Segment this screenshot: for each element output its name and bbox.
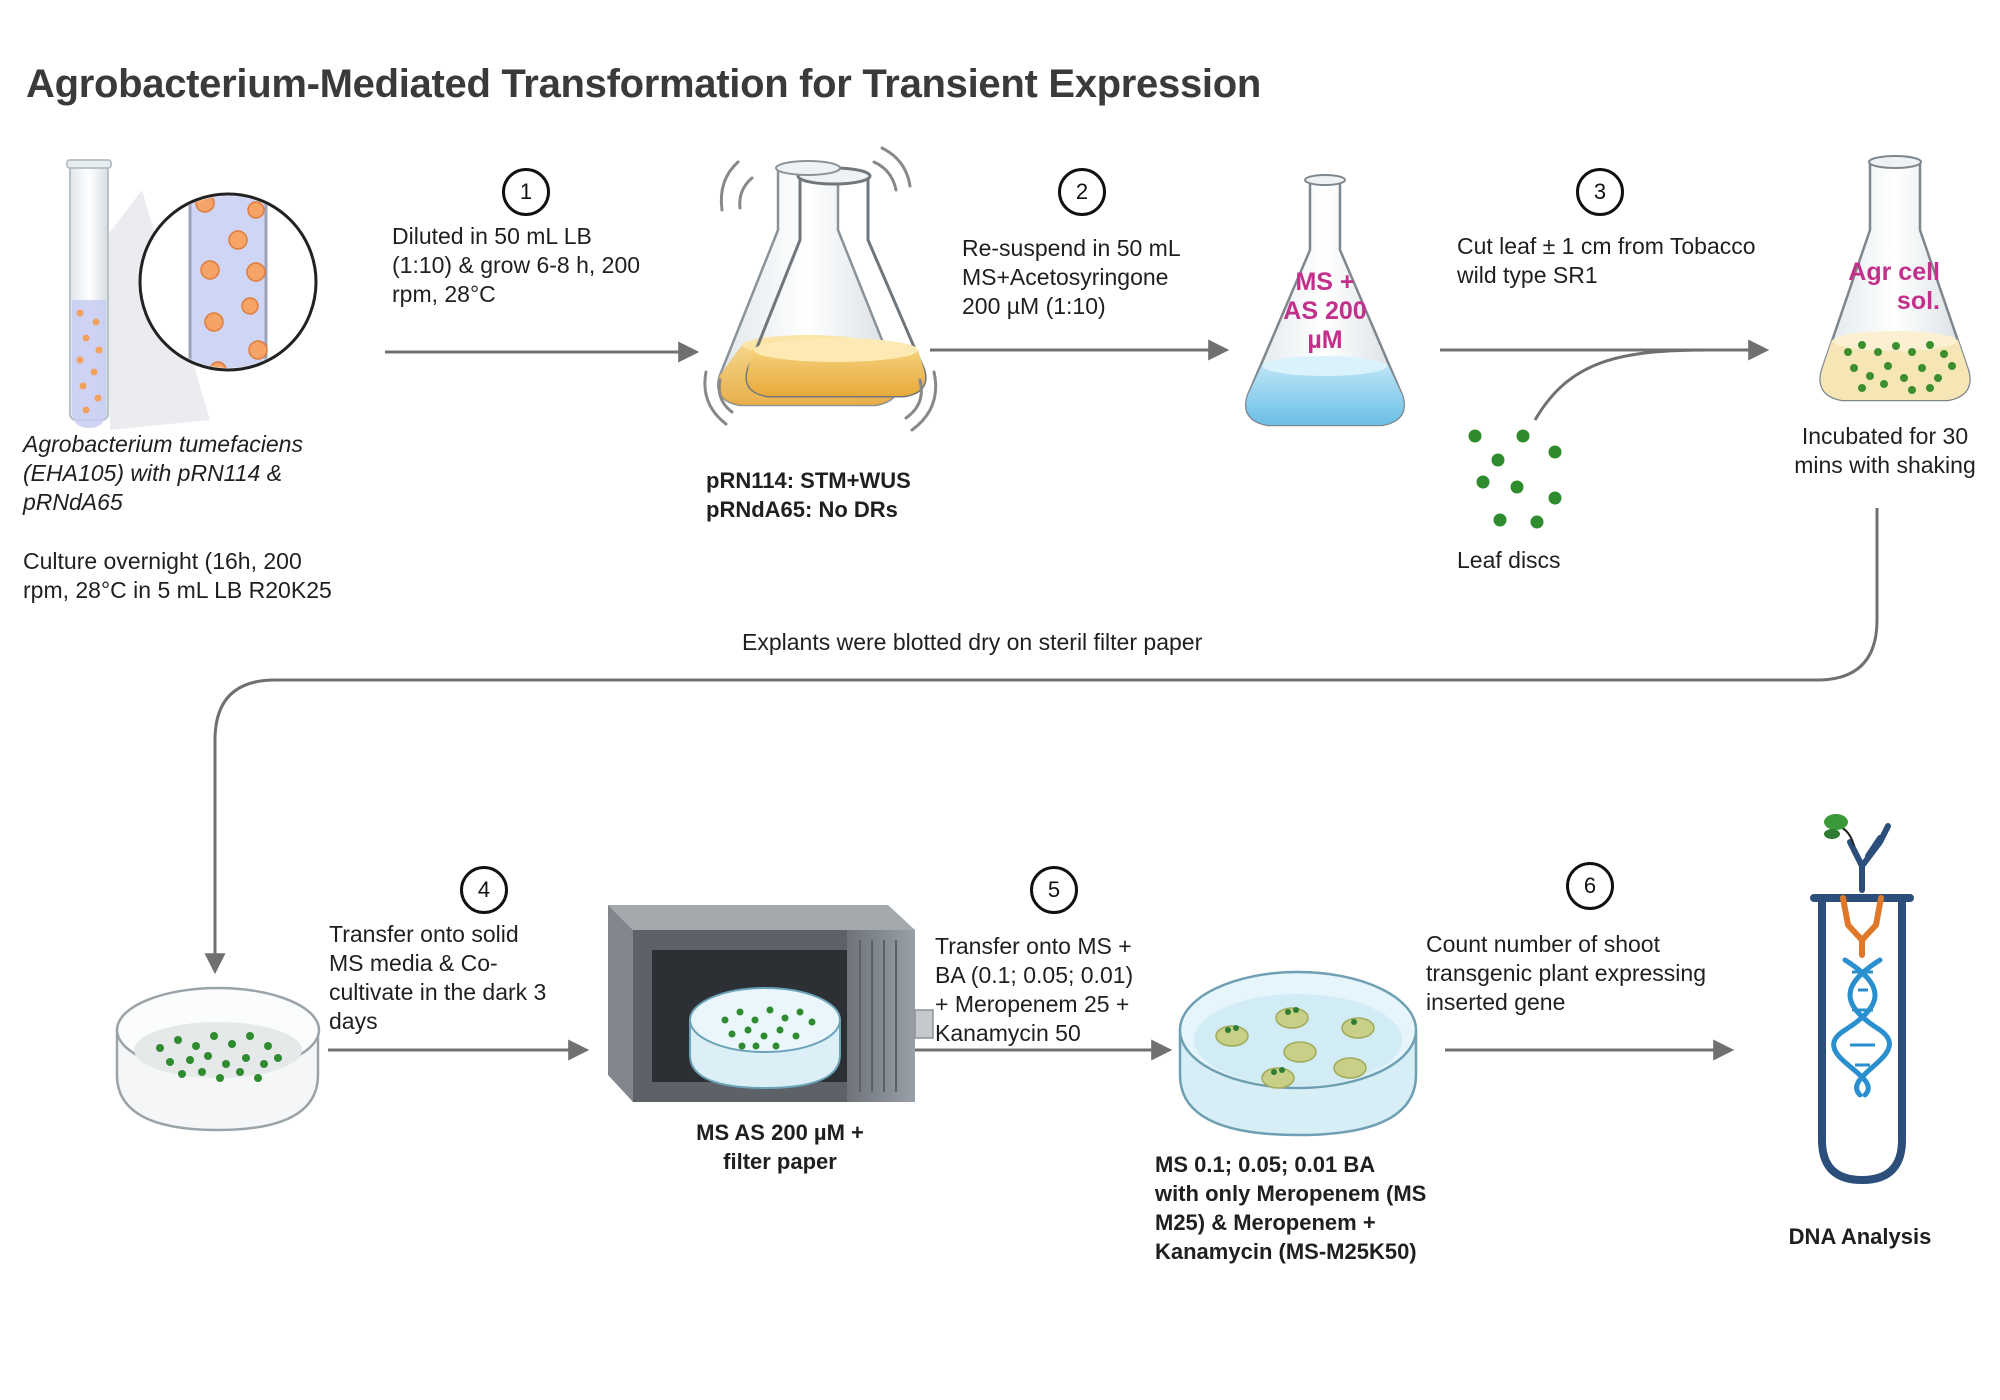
- dna-tube-icon: [1810, 814, 1914, 1184]
- agr-flask-icon: [1819, 155, 1971, 402]
- arrow-return-loop: [204, 508, 1879, 975]
- incubation-label: Incubated for 30 mins with shaking: [1794, 423, 1976, 478]
- plasmid-constructs-label: pRN114: STM+WUS pRNdA65: No DRs: [706, 468, 911, 522]
- step-5-badge: 5: [1030, 866, 1078, 914]
- step-4-text: Transfer onto solid MS media & Co- culti…: [329, 921, 547, 1034]
- ms-as-flask-label: MS + AS 200 µM: [1283, 268, 1367, 354]
- incubator-icon: [608, 905, 934, 1102]
- flow-arrows: [204, 339, 1879, 1061]
- blotting-note: Explants were blotted dry on steril filt…: [742, 629, 1203, 655]
- leaf-disc-icon: [1468, 429, 1562, 529]
- leaf-discs-label: Leaf discs: [1457, 547, 1561, 573]
- magnifier-inset-icon: [138, 192, 318, 372]
- incubator-media-label: MS AS 200 µM + filter paper: [696, 1120, 864, 1174]
- step-6-text: Count number of shoot transgenic plant e…: [1426, 931, 1706, 1015]
- agr-cell-sol-label: Agr cell sol.: [1848, 258, 1940, 315]
- dna-analysis-label: DNA Analysis: [1788, 1224, 1932, 1249]
- step-5-text: Transfer onto MS + BA (0.1; 0.05; 0.01) …: [935, 933, 1134, 1046]
- arrow-leaf-discs-join: [1533, 348, 1711, 421]
- page-title: Agrobacterium-Mediated Transformation fo…: [26, 62, 1261, 106]
- agrobacterium-strain-label: Agrobacterium tumefaciens (EHA105) with …: [23, 431, 303, 515]
- step-2-text: Re-suspend in 50 mL MS+Acetosyringone 20…: [962, 235, 1181, 319]
- petri-dish-icon: [115, 986, 321, 1132]
- step-4-badge: 4: [460, 866, 508, 914]
- step-1-badge: 1: [502, 168, 550, 216]
- shoot-plate-icon: [1178, 970, 1418, 1137]
- culture-conditions-label: Culture overnight (16h, 200 rpm, 28°C in…: [23, 548, 332, 603]
- shaking-flask-icon: [703, 146, 938, 432]
- step-3-text: Cut leaf ± 1 cm from Tobacco wild type S…: [1457, 233, 1756, 288]
- test-tube-icon: [66, 159, 210, 430]
- ms-flask-icon: [1245, 174, 1405, 427]
- step-1-text: Diluted in 50 mL LB (1:10) & grow 6-8 h,…: [392, 223, 641, 307]
- step-3-badge: 3: [1576, 168, 1624, 216]
- selection-media-label: MS 0.1; 0.05; 0.01 BA with only Meropene…: [1155, 1152, 1427, 1264]
- step-6-badge: 6: [1566, 862, 1614, 910]
- step-2-badge: 2: [1058, 168, 1106, 216]
